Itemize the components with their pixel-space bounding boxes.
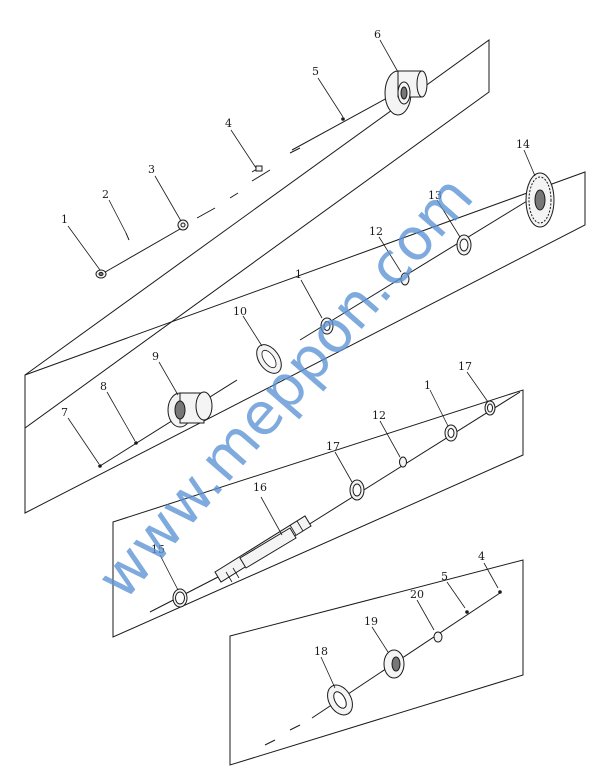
part-5-point-lower — [465, 610, 469, 614]
part-17-bearing-lower — [349, 479, 365, 501]
part-4-bolt — [251, 165, 263, 173]
callout-1b: 1 — [295, 268, 302, 281]
part-18-gasket — [327, 684, 353, 716]
part-4-point-lower — [498, 590, 502, 594]
part-5-point — [341, 117, 345, 121]
callout-18: 18 — [314, 645, 328, 658]
callout-17a: 17 — [458, 360, 472, 373]
part-6-flange-hub — [384, 70, 428, 116]
part-14-gear — [525, 172, 555, 228]
part-9-splined-sleeve — [167, 391, 213, 428]
callout-12b: 12 — [372, 409, 386, 422]
part-7-point — [98, 464, 102, 468]
callout-16: 16 — [253, 481, 267, 494]
callout-12a: 12 — [369, 225, 383, 238]
callout-10: 10 — [233, 305, 247, 318]
callout-5a: 5 — [312, 65, 319, 78]
part-15-snap-ring — [172, 588, 188, 608]
part-13-bearing — [456, 234, 472, 256]
callout-19: 19 — [364, 615, 378, 628]
part-17-bearing-upper — [484, 400, 496, 416]
part-1-bearing-lower — [444, 424, 458, 442]
part-10-gasket — [256, 344, 282, 374]
callout-15: 15 — [151, 543, 165, 556]
panel-2-assembly — [67, 149, 555, 468]
callout-17b: 17 — [326, 440, 340, 453]
part-16-splined-shaft — [214, 515, 312, 583]
callout-14: 14 — [516, 138, 530, 151]
callout-8: 8 — [100, 380, 107, 393]
panel-1-assembly — [67, 39, 428, 279]
part-2-pin — [125, 232, 130, 241]
panel-2-outline — [24, 171, 586, 514]
part-8-point — [134, 441, 138, 445]
callout-4a: 4 — [225, 117, 232, 130]
callout-6: 6 — [374, 28, 381, 41]
part-12-ring-lower — [399, 456, 407, 468]
callout-13: 13 — [428, 189, 442, 202]
part-20-o-ring — [433, 631, 443, 643]
callout-1a: 1 — [61, 213, 68, 226]
callout-20: 20 — [410, 588, 424, 601]
callout-labels: 1 2 3 4 5 6 1 12 13 14 7 8 9 10 1 17 12 … — [61, 28, 530, 658]
panel-3-assembly — [149, 371, 521, 613]
panel-4-outline — [229, 559, 524, 766]
callout-5b: 5 — [441, 570, 448, 583]
callout-7: 7 — [61, 406, 68, 419]
part-1-nut — [95, 269, 107, 279]
callout-2: 2 — [102, 188, 109, 201]
callout-3: 3 — [148, 163, 155, 176]
part-1-bearing — [320, 317, 334, 335]
part-19-flange — [383, 649, 405, 679]
part-12-ring — [400, 272, 410, 286]
callout-9: 9 — [152, 350, 159, 363]
panel-3-outline — [112, 389, 524, 638]
panel-4-assembly — [264, 562, 502, 746]
callout-1c: 1 — [424, 379, 431, 392]
part-3-washer — [177, 219, 189, 231]
callout-4b: 4 — [478, 550, 485, 563]
